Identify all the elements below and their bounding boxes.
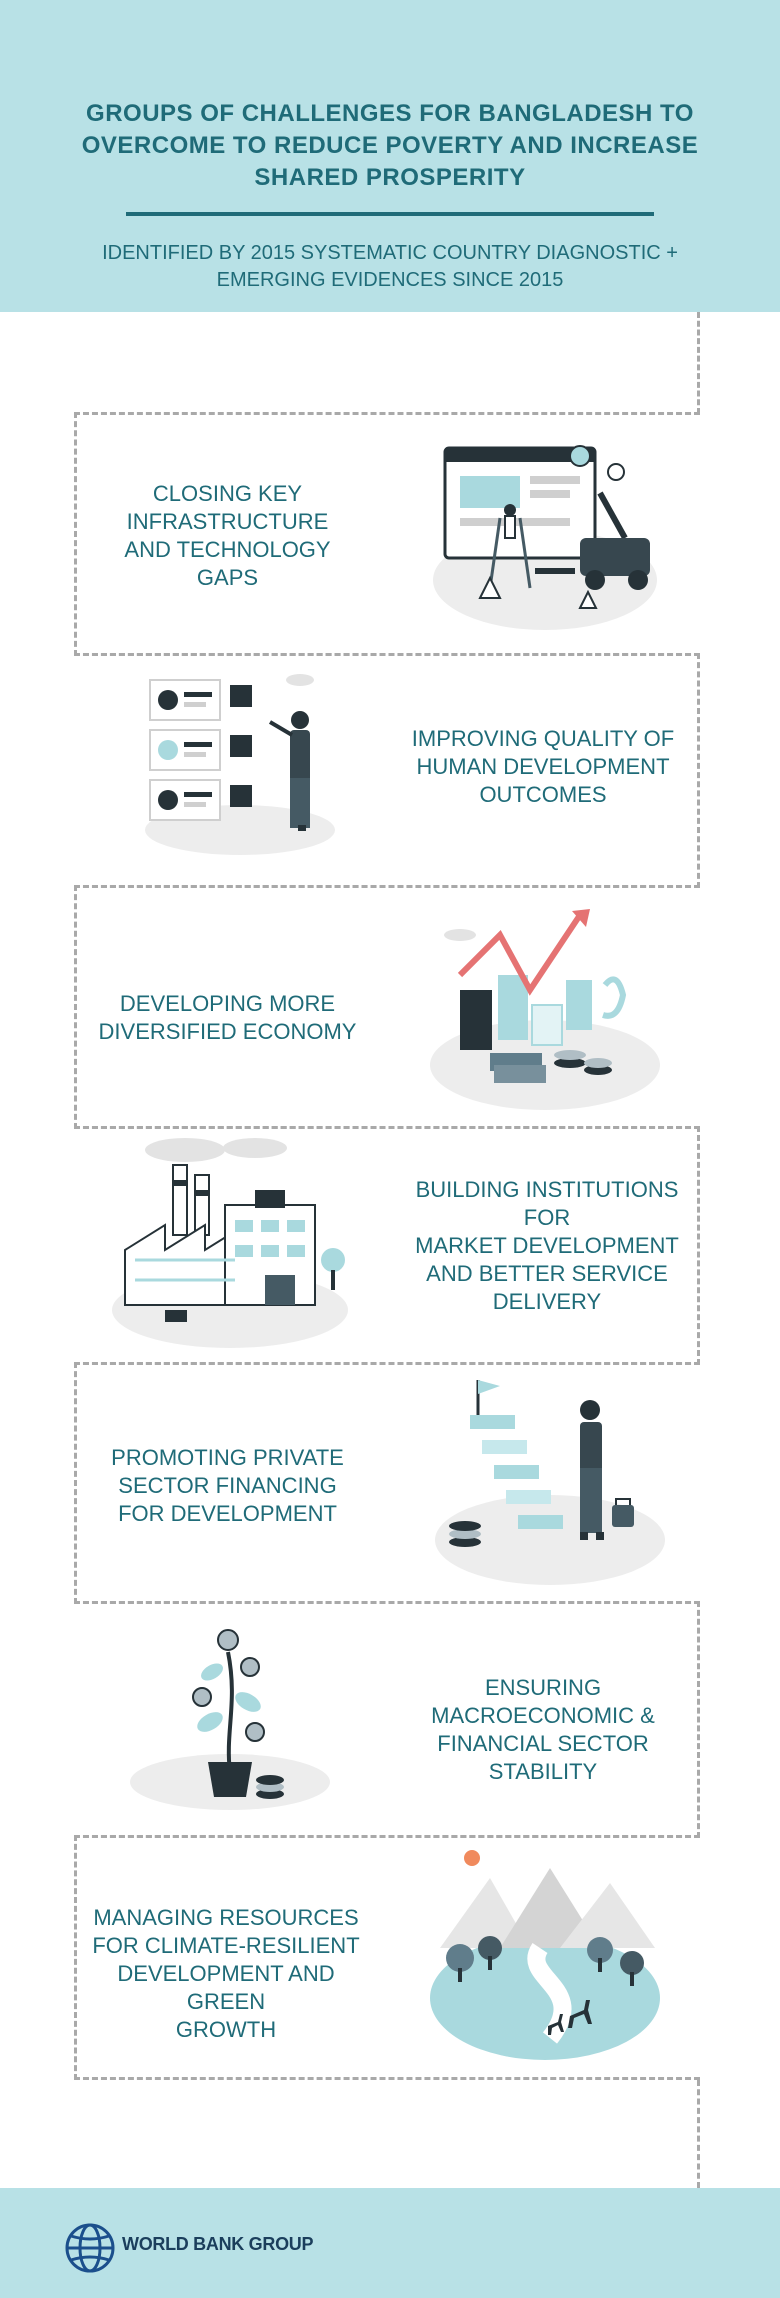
challenge-label-4: BUILDING INSTITUTIONS FOR MARKET DEVELOP… xyxy=(415,1177,679,1314)
challenge-label-1: CLOSING KEY INFRASTRUCTURE AND TECHNOLOG… xyxy=(124,481,331,590)
money-plant-icon xyxy=(120,1612,340,1812)
title-divider xyxy=(126,212,654,216)
landscape-icon xyxy=(420,1838,670,2070)
path-connector-top xyxy=(697,312,700,414)
challenge-box-7 xyxy=(74,1835,700,2080)
construction-icon xyxy=(420,418,670,638)
people-profiles-icon xyxy=(120,660,340,860)
footer-banner xyxy=(0,2188,780,2298)
header-banner xyxy=(0,0,780,312)
challenge-label-3: DEVELOPING MORE DIVERSIFIED ECONOMY xyxy=(98,991,357,1044)
page-title: GROUPS OF CHALLENGES FOR BANGLADESH TO O… xyxy=(81,100,699,191)
globe-icon xyxy=(64,2222,116,2274)
stairs-goal-icon xyxy=(420,1370,670,1592)
factory-icon xyxy=(105,1130,355,1355)
challenge-label-7: MANAGING RESOURCES FOR CLIMATE-RESILIENT… xyxy=(92,1905,360,2042)
challenge-label-6: ENSURING MACROECONOMIC & FINANCIAL SECTO… xyxy=(431,1675,655,1784)
page-subtitle: IDENTIFIED BY 2015 SYSTEMATIC COUNTRY DI… xyxy=(102,242,678,291)
challenge-label-5: PROMOTING PRIVATE SECTOR FINANCING FOR D… xyxy=(111,1445,344,1526)
growth-chart-icon xyxy=(420,895,670,1115)
challenge-label-2: IMPROVING QUALITY OF HUMAN DEVELOPMENT O… xyxy=(411,726,675,807)
logo-wordmark: WORLD BANK GROUP xyxy=(122,2234,314,2254)
path-connector-bottom xyxy=(697,2080,700,2188)
